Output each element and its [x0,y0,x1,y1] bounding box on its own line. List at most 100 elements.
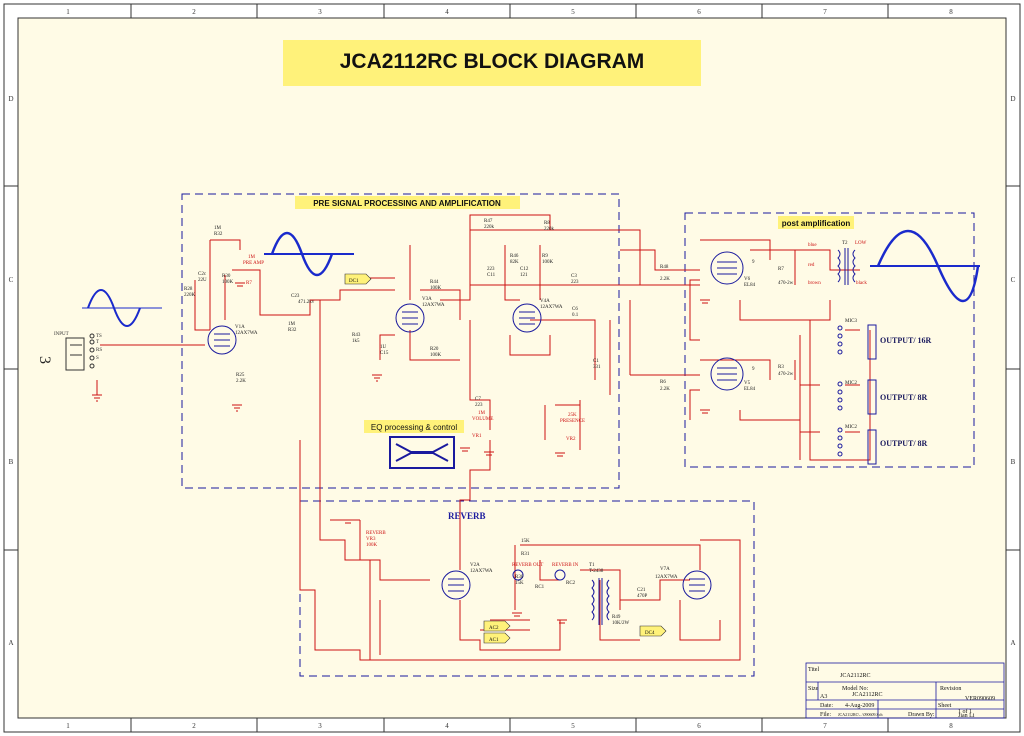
row-label-right: C [1011,276,1016,284]
pre-block-label-bg [295,196,520,209]
col-label-top: 2 [192,8,196,16]
eq-block-symbol [389,436,455,469]
r43-ref: R43 [352,333,361,338]
r30b-ref: R30 [515,575,524,580]
r7-pot-name: PRE AMP [243,261,264,266]
v7a-ref: V7A [660,567,670,572]
tube-symbols [207,251,744,600]
c2-value: 22U [198,278,207,283]
r31-ref: R31 [521,552,530,557]
t2-low: LOW [855,241,867,246]
mic1-label: MIC2 [845,425,857,430]
rca-reverb-in [554,569,566,581]
r30-value: 100K [222,280,234,285]
r32b-value: 1M [288,322,296,327]
c11-value: 223 [487,267,495,272]
input-jack [65,333,95,371]
r43-value: 1k5 [352,339,360,344]
reverb-block-label: REVERB [448,511,486,521]
post-block-label-bg [778,216,854,229]
v3a-ref: V3A [422,297,432,302]
t1-ref: T1 [589,563,595,568]
row-label-left: B [9,458,14,466]
r32-ref: R32 [214,232,223,237]
tb-size-label: Size [808,686,819,692]
v5-type: EL84 [744,387,756,392]
col-label-bottom: 3 [318,722,322,730]
col-label-top: 5 [571,8,575,16]
output-8r-label-2: OUTPUT/ 8R [880,439,928,448]
col-label-bottom: 7 [823,722,827,730]
r3-value: 470-2w [778,372,794,377]
tb-drawn-label: Drawn By: [908,712,935,718]
tb-sheet-value: 1 of 1 [958,708,972,715]
tb-size-value: A3 [820,694,827,700]
vr3-value: 100K [366,543,378,548]
t2-ref: T2 [842,241,848,246]
r8-ref: R8 [544,221,550,226]
post-block [684,212,975,468]
net-labels [344,273,667,644]
v4a-type: 12AX7WA [540,305,563,310]
tb-revision-label: Revision [940,686,961,692]
r6-value: 2.2K [660,387,670,392]
wire-red: red [808,263,815,268]
tb-file-value: JCA2112RC\...\090609.Sch [838,712,883,717]
r9-value: 100K [542,260,554,265]
c21-ref: C21 [637,588,646,593]
rc1-label: RC1 [535,585,545,590]
c2-ref: C2c [198,272,207,277]
net-ac1: AC1 [489,638,499,643]
tb-model-value: JCA2112RC [852,692,882,698]
r47-value: 220k [484,225,495,230]
col-label-bottom: 2 [192,722,196,730]
mic2-label: MIC2 [845,381,857,386]
v4a-ref: V4A [540,299,550,304]
tb-drawn-value: Jian Li [958,713,975,719]
c12-ref: C12 [520,267,529,272]
r32-value: 1M [214,226,222,231]
post-block-label: post amplification [782,219,851,228]
r44-ref: R44 [430,280,439,285]
vr2-name: PRESENCE [560,419,585,424]
c6-ref: C6 [572,307,578,312]
v5-ref: V5 [744,381,751,386]
reverb-transformer [591,578,610,625]
col-label-top: 3 [318,8,322,16]
c23-value: 471.2kv [298,300,315,305]
title-banner [283,40,701,86]
pre-block [181,193,620,489]
frame-columns-top [4,4,1020,732]
page-title: JCA2112RC BLOCK DIAGRAM [340,50,645,73]
c11-ref: C11 [487,273,496,278]
col-label-bottom: 8 [949,722,953,730]
r7-pot-ref: R7 [246,281,252,286]
tb-title-label: Titel [808,667,819,673]
v7a-type: 12AX7WA [655,575,678,580]
rca-reverb-out [512,569,524,581]
r32b-ref: R32 [288,328,297,333]
eq-label-bg [364,420,464,433]
r7-value: 470-2w [778,281,794,286]
input-pin-t: T [96,340,99,345]
eq-label: EQ processing & control [371,423,457,432]
mic3-label: MIC3 [845,319,857,324]
col-label-top: 7 [823,8,827,16]
c15-ref: C15 [380,351,389,356]
r48-value: 2.2K [660,277,670,282]
r8-value: 220k [544,227,555,232]
r46-value: 82K [510,260,519,265]
r30-ref: R30 [222,274,231,279]
t1-type: T-2438 [589,569,604,574]
r30b-value: 15K [515,581,524,586]
r9-ref: R9 [542,254,548,259]
reverb-out-label: REVERB OUT [512,563,543,568]
r7-ref: R7 [778,267,784,272]
ground-symbols [92,282,710,624]
v3a-type: 12AX7WA [422,303,445,308]
wire-brown: brown [808,281,821,286]
output-transformer [837,248,856,285]
tb-revision-value: VER090609 [965,696,995,702]
c1-value: 331 [593,365,601,370]
reverb-in-label: REVERB IN [552,563,579,568]
